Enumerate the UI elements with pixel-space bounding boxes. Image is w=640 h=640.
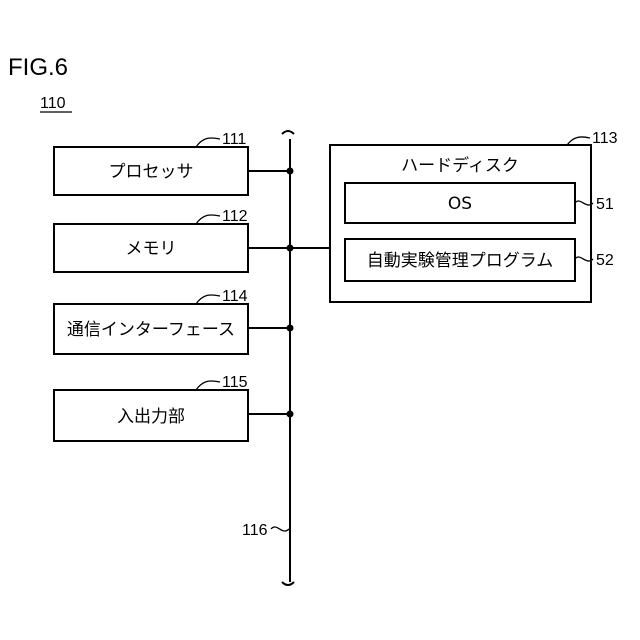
processor-ref: 111 bbox=[222, 131, 246, 148]
program-label: 自動実験管理プログラム bbox=[367, 251, 554, 271]
io-unit-label: 入出力部 bbox=[117, 407, 185, 427]
processor-leader bbox=[196, 138, 220, 147]
processor-block: プロセッサ 111 bbox=[54, 131, 248, 195]
io-unit-ref: 115 bbox=[222, 374, 248, 391]
program-ref: 52 bbox=[596, 252, 614, 269]
hard-disk-block: ハードディスク 113 OS 51 自動実験管理プログラム 52 bbox=[330, 130, 618, 302]
comm-interface-leader bbox=[196, 295, 220, 304]
comm-interface-label: 通信インターフェース bbox=[67, 320, 235, 340]
memory-ref: 112 bbox=[222, 208, 248, 225]
hard-disk-leader bbox=[567, 137, 590, 145]
bus-leader bbox=[271, 527, 289, 531]
memory-block: メモリ 112 bbox=[54, 208, 248, 272]
os-label: OS bbox=[448, 194, 472, 214]
comm-interface-block: 通信インターフェース 114 bbox=[54, 288, 248, 354]
memory-label: メモリ bbox=[126, 239, 177, 259]
io-unit-leader bbox=[196, 381, 220, 390]
memory-leader bbox=[196, 215, 220, 224]
bus-break-top bbox=[282, 131, 294, 134]
junction-dot bbox=[287, 168, 294, 175]
hard-disk-ref: 113 bbox=[592, 130, 618, 147]
bus-break-bottom bbox=[282, 582, 294, 585]
junction-dot bbox=[287, 245, 294, 252]
hard-disk-label: ハードディスク bbox=[401, 155, 519, 176]
junction-dot bbox=[287, 411, 294, 418]
figure-label: FIG.6 bbox=[8, 54, 68, 81]
io-unit-block: 入出力部 115 bbox=[54, 374, 248, 441]
processor-label: プロセッサ bbox=[109, 162, 194, 182]
comm-interface-ref: 114 bbox=[222, 288, 248, 305]
bus-ref: 116 bbox=[242, 522, 268, 539]
junction-dot bbox=[287, 325, 294, 332]
bus bbox=[282, 131, 294, 585]
device-ref: 110 bbox=[40, 95, 66, 112]
os-ref: 51 bbox=[596, 196, 614, 213]
